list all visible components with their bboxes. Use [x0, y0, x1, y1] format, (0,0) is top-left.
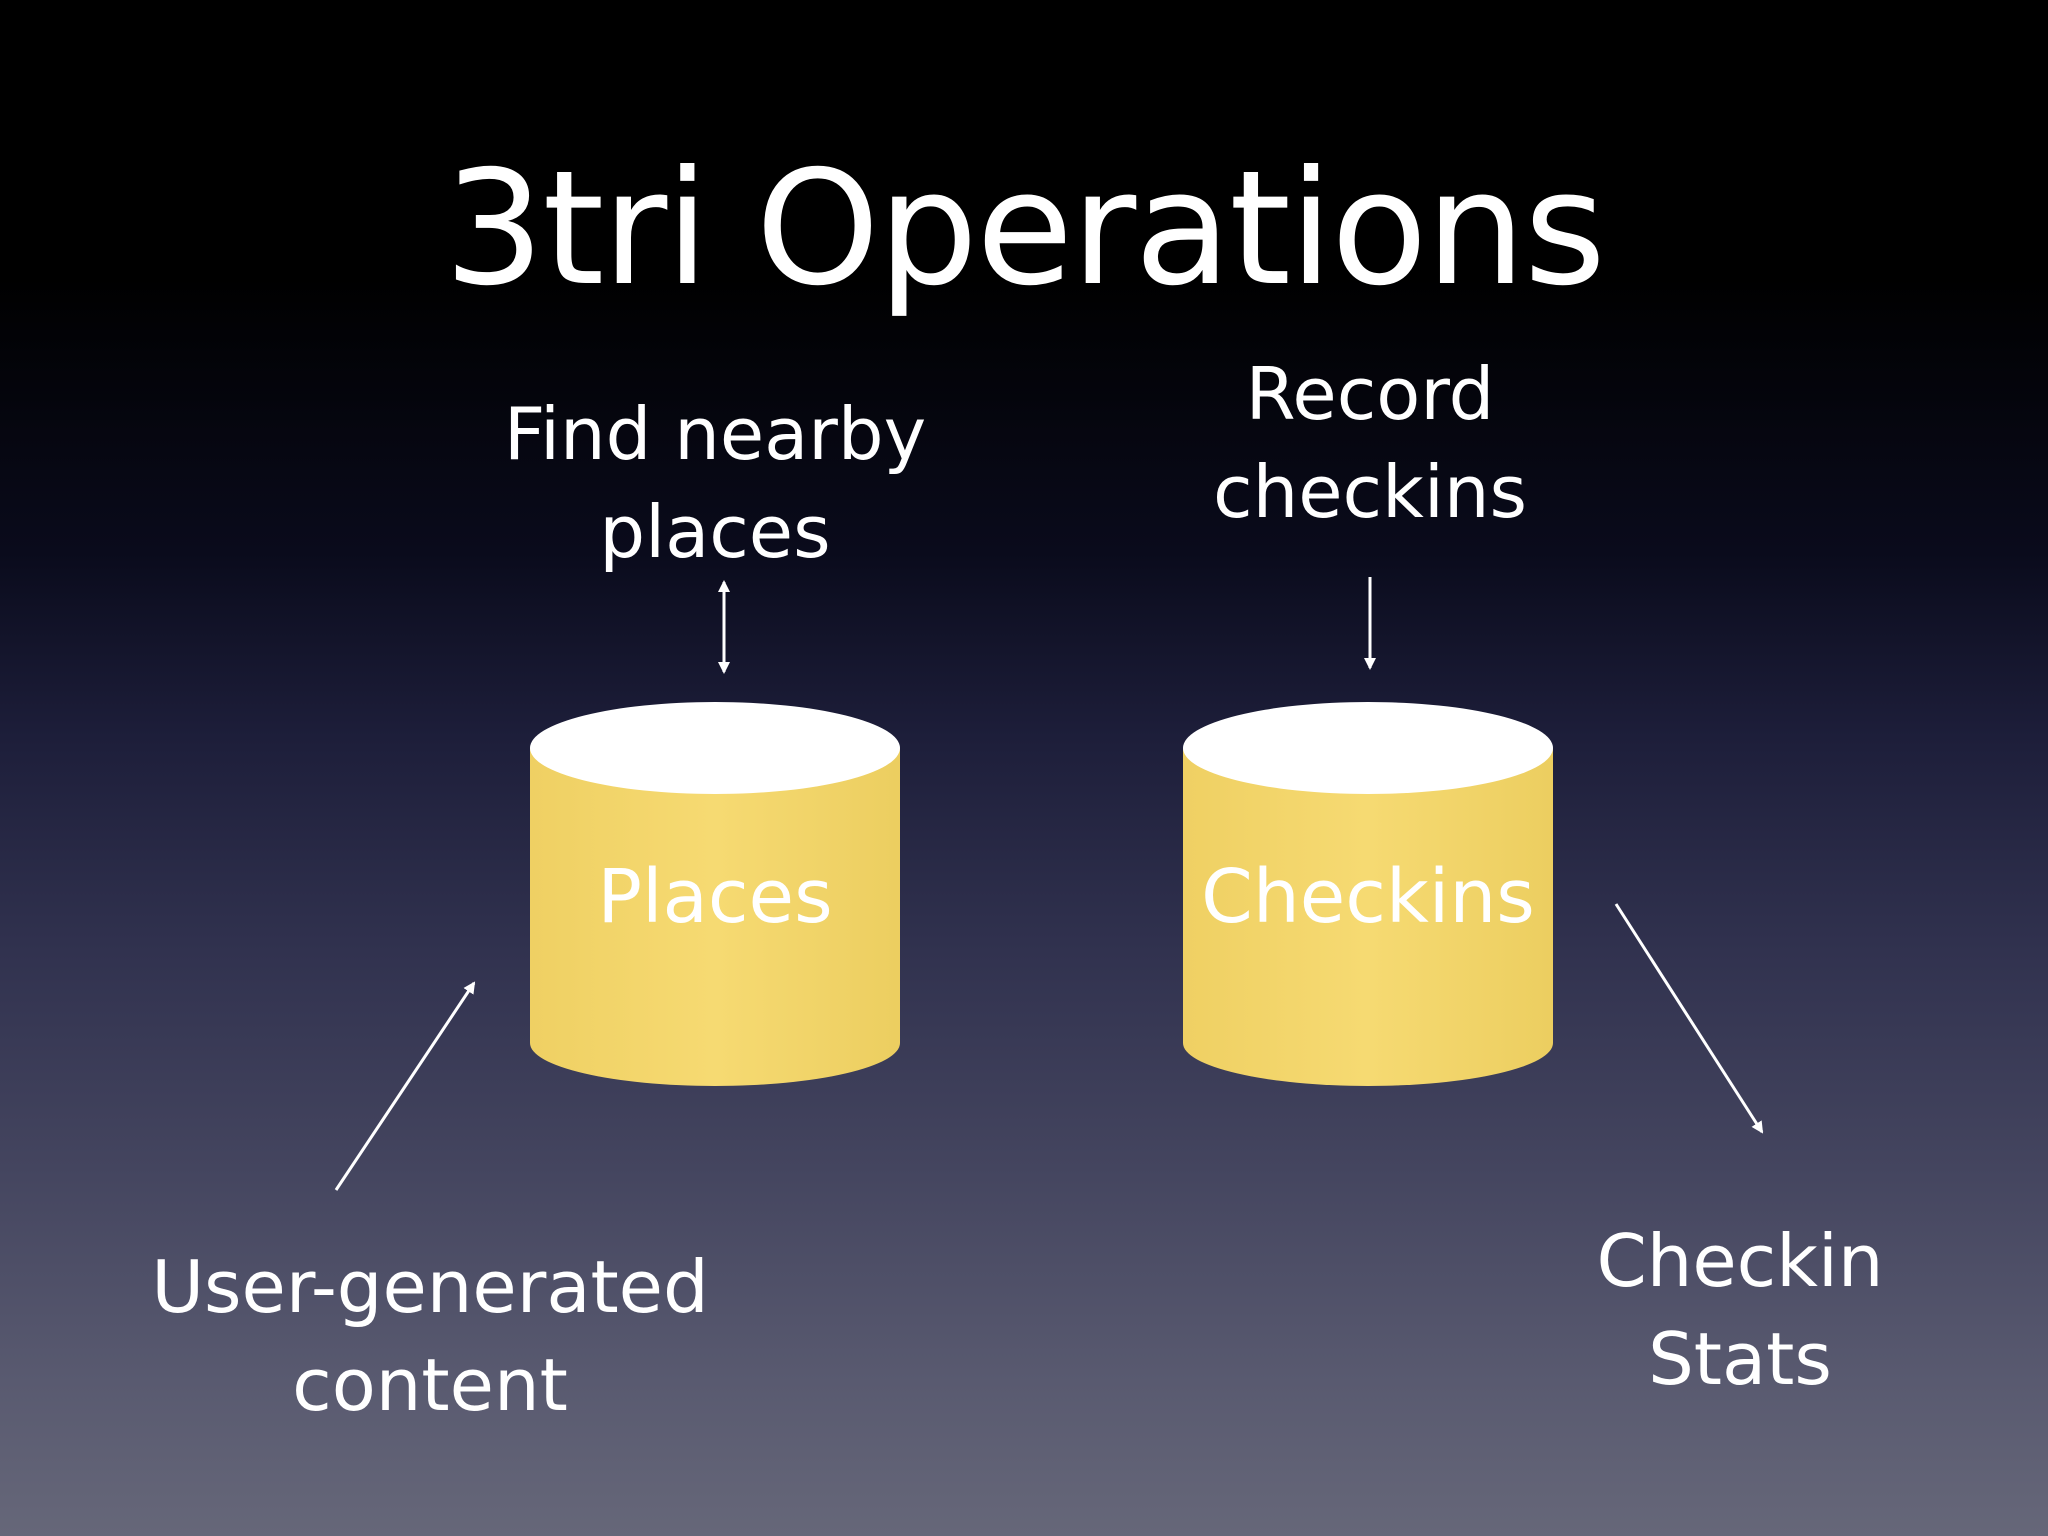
checkins-cylinder-body — [1183, 748, 1553, 1086]
places-database — [530, 702, 900, 1086]
checkins-database-label: Checkins — [1201, 854, 1535, 940]
checkins-cylinder-top — [1183, 702, 1553, 794]
find-nearby-line-1: Find nearby — [503, 392, 927, 476]
find-nearby-line-2: places — [599, 490, 831, 574]
record-checkins-line-1: Record — [1245, 352, 1495, 436]
user-generated-arrow — [334, 981, 476, 1191]
record-checkins-line-2: checkins — [1213, 450, 1527, 534]
checkin-stats-line-2: Stats — [1648, 1317, 1832, 1401]
checkins-database — [1183, 702, 1553, 1086]
user-generated-line-1: User-generated — [151, 1245, 709, 1329]
checkin-stats-line-1: Checkin — [1596, 1219, 1884, 1303]
slide-title: 3tri Operations — [443, 137, 1606, 321]
places-cylinder-body — [530, 748, 900, 1086]
checkin-stats-arrow — [1614, 903, 1764, 1134]
places-database-label: Places — [597, 854, 833, 940]
user-generated-line-2: content — [292, 1343, 568, 1427]
places-cylinder-top — [530, 702, 900, 794]
user-generated-content-label: User-generated content — [110, 1238, 750, 1434]
find-nearby-places-label: Find nearby places — [475, 385, 955, 581]
record-checkins-label: Record checkins — [1150, 345, 1590, 541]
checkin-stats-label: Checkin Stats — [1560, 1212, 1920, 1408]
